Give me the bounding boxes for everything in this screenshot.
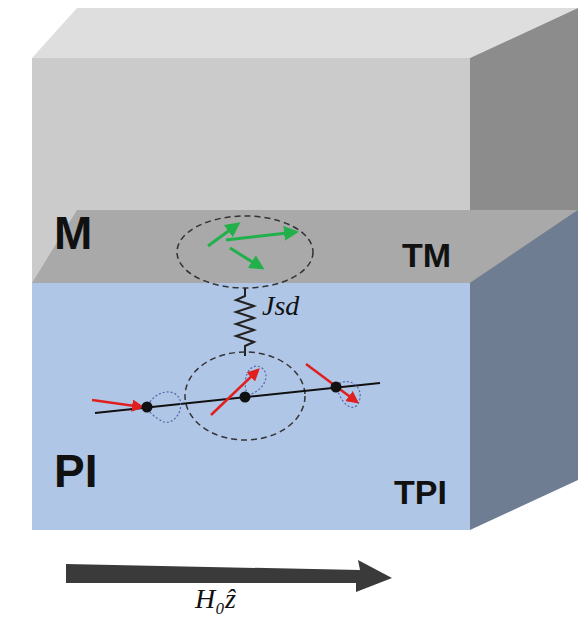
coupling-label: Jsd (262, 292, 299, 320)
lattice-site (331, 382, 342, 393)
precession-cone (148, 392, 180, 422)
lattice-site (240, 392, 251, 403)
electron-ellipse (177, 216, 313, 288)
spin-arrow (208, 224, 238, 246)
lattice-site (142, 402, 153, 413)
spin-arrow (230, 248, 262, 268)
spin-arrow (211, 370, 258, 415)
magnon-ellipse (185, 352, 305, 440)
insulator-side-face (470, 210, 578, 530)
temperature-label: TPI (394, 475, 447, 509)
spin-arrow (226, 232, 296, 240)
layer-name: M (54, 210, 92, 256)
layer-name: PI (54, 448, 97, 494)
spin-arrow (92, 400, 142, 407)
spin-arrow (306, 364, 357, 402)
insulator-front-face (32, 283, 470, 530)
temperature-label: TM (402, 238, 451, 272)
spring-coupling (236, 288, 254, 356)
layer-block: PI TPI (32, 283, 470, 530)
layer-block: M TM (32, 58, 470, 283)
field-label: H₀ẑ (195, 585, 236, 613)
